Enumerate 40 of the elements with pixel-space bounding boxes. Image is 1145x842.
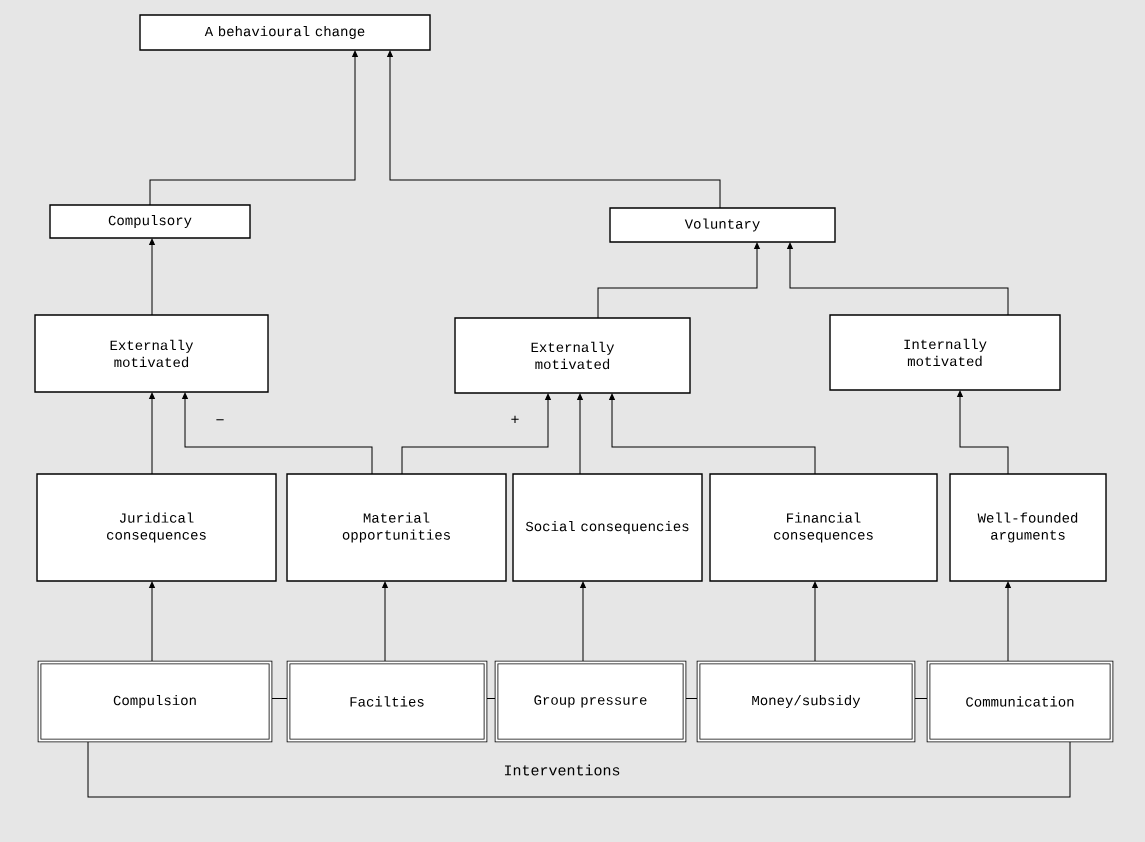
- intervention-box: Money/subsidy: [696, 660, 916, 743]
- arrow: [387, 50, 721, 209]
- arrow: [401, 393, 551, 475]
- process-box: A behavioural change: [139, 14, 431, 51]
- arrow: [577, 393, 583, 475]
- process-box: Social consequencies: [512, 473, 703, 582]
- arrow: [382, 581, 388, 662]
- arrow: [149, 581, 155, 662]
- process-box: Well-founded arguments: [949, 473, 1107, 582]
- connector-line: [685, 698, 698, 699]
- connector-line: [914, 698, 928, 699]
- edge-label: Interventions: [502, 763, 622, 777]
- process-box: Externally motivated: [34, 314, 269, 393]
- process-box: Internally motivated: [829, 314, 1061, 391]
- arrow: [597, 242, 760, 319]
- intervention-box: Compulsion: [37, 660, 273, 743]
- arrow: [812, 581, 818, 662]
- intervention-box: Communication: [926, 660, 1114, 743]
- process-box: Compulsory: [49, 204, 251, 239]
- intervention-box: Facilties: [286, 660, 488, 743]
- process-box: Externally motivated: [454, 317, 691, 394]
- edge-label: −: [214, 418, 226, 426]
- connector-line: [87, 741, 1071, 798]
- intervention-box: Group pressure: [494, 660, 687, 743]
- arrow: [149, 50, 358, 206]
- arrow: [1005, 581, 1011, 662]
- arrow: [580, 581, 586, 662]
- process-box: Financial consequences: [709, 473, 938, 582]
- process-box: Juridical consequences: [36, 473, 277, 582]
- arrow: [149, 392, 155, 475]
- connector-line: [271, 698, 288, 699]
- arrow: [149, 238, 155, 316]
- arrow: [787, 242, 1009, 316]
- arrow: [182, 392, 373, 475]
- connector-line: [486, 698, 496, 699]
- arrow: [957, 390, 1009, 475]
- process-box: Material opportunities: [286, 473, 507, 582]
- process-box: Voluntary: [609, 207, 836, 243]
- edge-label: +: [509, 414, 521, 426]
- arrow: [609, 393, 816, 475]
